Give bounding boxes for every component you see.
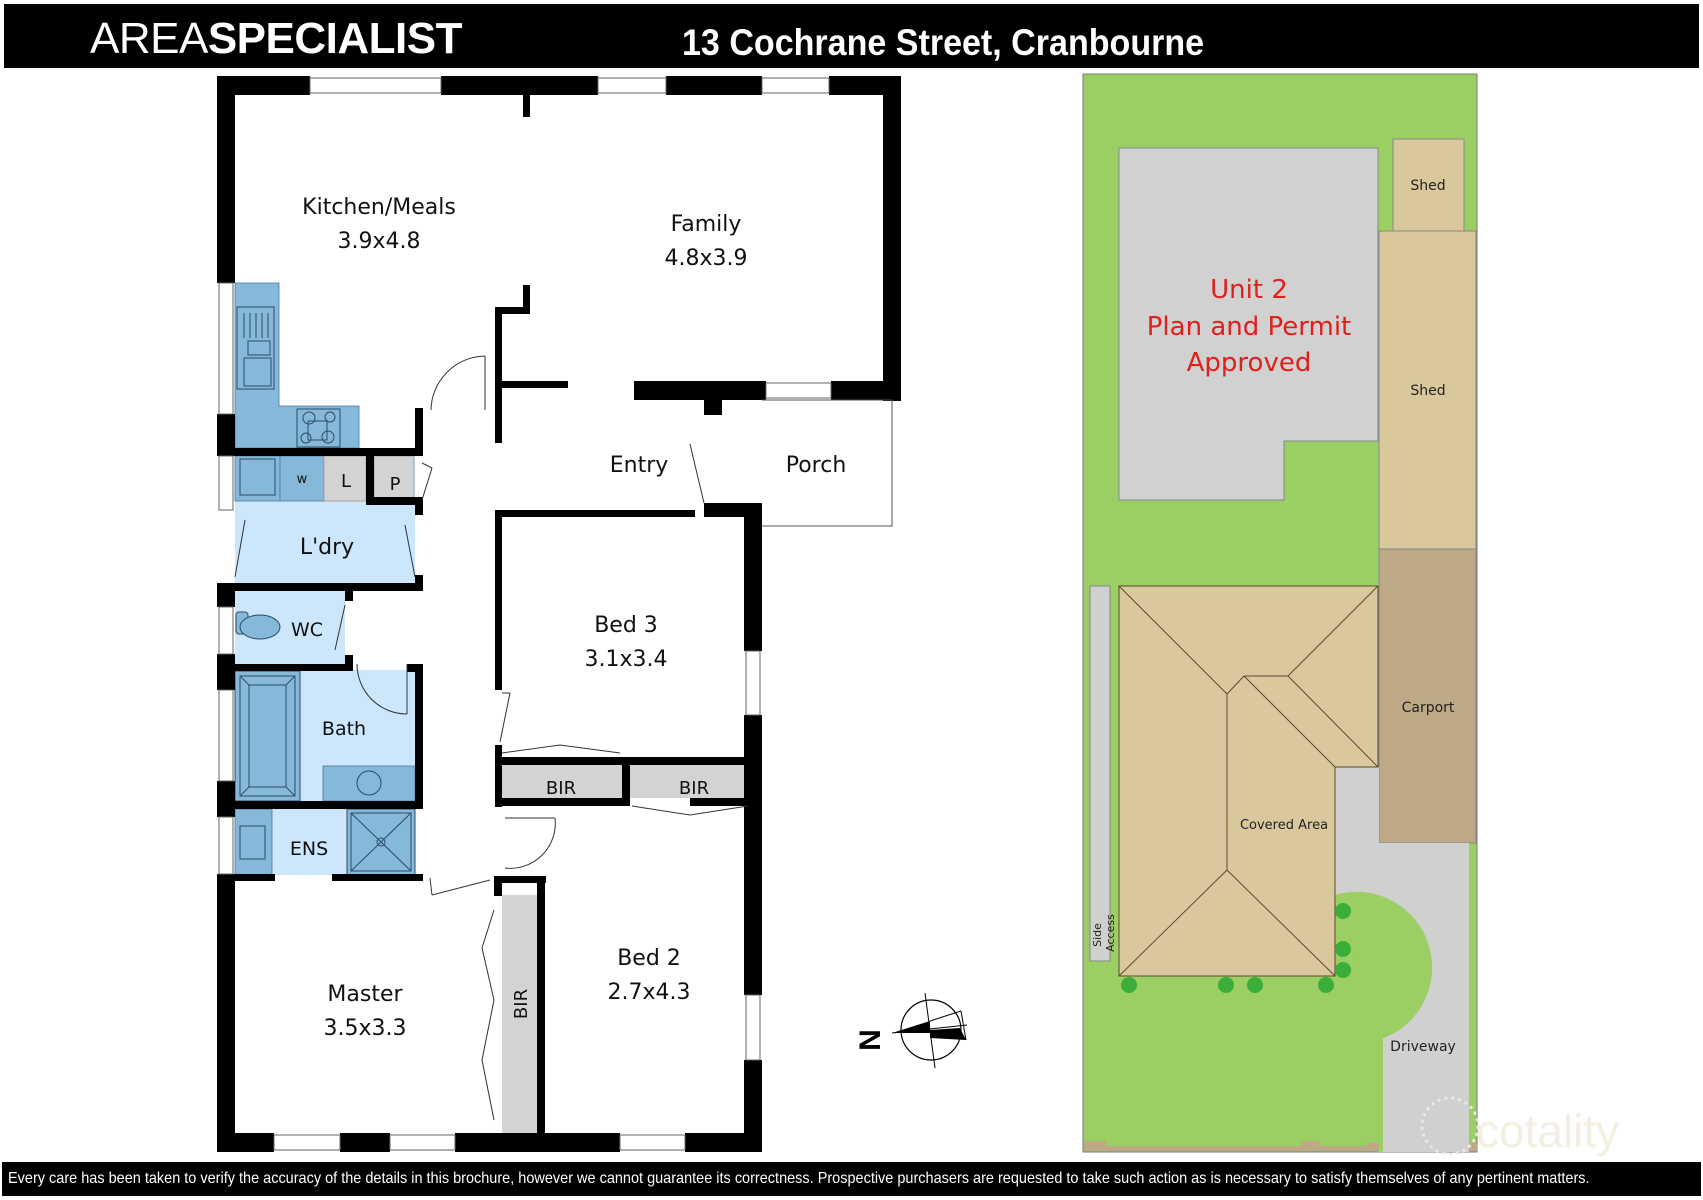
unit2-line1: Unit 2 [1210, 275, 1288, 305]
tree-icon [1318, 977, 1334, 993]
master-size: 3.5x3.3 [324, 1016, 407, 1041]
tree-icon [1247, 977, 1263, 993]
bir-bed3-label: BIR [546, 778, 576, 799]
carport-label: Carport [1402, 700, 1455, 716]
unit2-line3: Approved [1187, 348, 1312, 378]
driveway-label: Driveway [1390, 1039, 1456, 1055]
shed-small [1392, 138, 1465, 232]
header-bar: AREASPECIALIST 13 Cochrane Street, Cranb… [4, 4, 1699, 68]
windows [218, 77, 832, 1151]
side-access-label-1: Side [1091, 923, 1104, 947]
linen-label: L [341, 471, 351, 492]
tree-icon [1335, 962, 1351, 978]
brand-light-text: AREA [90, 14, 208, 63]
washer-space [279, 455, 325, 502]
wc-label: WC [291, 619, 323, 641]
front-fence [1084, 1141, 1477, 1151]
family-label: Family [671, 212, 742, 237]
shed-large-label: Shed [1410, 383, 1445, 399]
bed2-door-swing [504, 817, 556, 869]
driveway [1335, 767, 1469, 1152]
driveway-verge [1335, 891, 1433, 1152]
shed-small-label: Shed [1410, 178, 1445, 194]
room-labels: Kitchen/Meals 3.9x4.8 Family 4.8x3.9 Ent… [290, 195, 846, 1041]
disclaimer-text: Every care has been taken to verify the … [8, 1170, 1590, 1187]
unit2-footprint [1118, 147, 1379, 501]
north-compass-icon: N [854, 992, 968, 1069]
laundry-label: L'dry [300, 535, 354, 560]
watermark-logo-icon [1420, 1096, 1480, 1156]
house-roof [1118, 585, 1379, 977]
laundry-tub [234, 455, 281, 502]
property-address: 13 Cochrane Street, Cranbourne [682, 22, 1205, 63]
entry-label: Entry [610, 453, 669, 478]
toilet-icon [235, 611, 281, 640]
bir-master-label: BIR [511, 989, 532, 1019]
watermark-text: cotality [1476, 1105, 1619, 1157]
bir-master-storage [502, 895, 537, 1149]
carport [1378, 548, 1477, 844]
shower-icon [346, 808, 416, 876]
basin-icon [356, 770, 382, 796]
bathtub-icon [234, 670, 301, 802]
floorplan: Kitchen/Meals 3.9x4.8 Family 4.8x3.9 Ent… [217, 76, 968, 1152]
ens-basin-icon [239, 825, 266, 860]
bir-bed3-storage [500, 765, 622, 798]
trees [1121, 903, 1351, 993]
cooktop-icon [296, 408, 341, 448]
bir-bed2-storage [630, 765, 750, 798]
entry-door [689, 443, 705, 504]
tub-basin-icon [239, 458, 276, 496]
covered-area-label: Covered Area [1240, 818, 1328, 833]
footer-bar: Every care has been taken to verify the … [2, 1162, 1701, 1196]
kitchen-door-swing [430, 355, 486, 411]
brand-logo: AREASPECIALIST [90, 14, 462, 64]
brand-bold-text: SPECIALIST [207, 14, 463, 63]
shed-large [1378, 230, 1477, 550]
master-label: Master [327, 982, 403, 1007]
side-access-label-2: Access [1104, 914, 1117, 952]
siteplan: Unit 2 Plan and Permit Approved Shed She… [1082, 73, 1478, 1153]
bed2-label: Bed 2 [617, 946, 681, 971]
kitchen-label: Kitchen/Meals [302, 195, 456, 220]
ens-label: ENS [290, 838, 328, 860]
family-size: 4.8x3.9 [665, 246, 748, 271]
bed3-size: 3.1x3.4 [585, 647, 668, 672]
washer-label: w [297, 472, 308, 487]
bath-label: Bath [322, 718, 366, 740]
porch-label: Porch [786, 453, 847, 478]
bir-bed2-label: BIR [679, 778, 709, 799]
tree-icon [1218, 977, 1234, 993]
bed3-label: Bed 3 [594, 613, 658, 638]
compass-north-label: N [854, 1029, 887, 1051]
walls [217, 76, 901, 1152]
unit2-line2: Plan and Permit [1147, 312, 1351, 342]
kitchen-size: 3.9x4.8 [338, 229, 421, 254]
sink-icon [236, 306, 275, 390]
side-access-path [1089, 585, 1111, 962]
doors [234, 355, 749, 1121]
pantry-label: P [390, 474, 401, 495]
tree-icon [1335, 903, 1351, 919]
bed2-size: 2.7x4.3 [608, 980, 691, 1005]
ens-vanity [234, 808, 273, 876]
bath-door-swing [356, 663, 408, 715]
tree-icon [1121, 977, 1137, 993]
porch-outline [762, 399, 893, 527]
tree-icon [1335, 941, 1351, 957]
